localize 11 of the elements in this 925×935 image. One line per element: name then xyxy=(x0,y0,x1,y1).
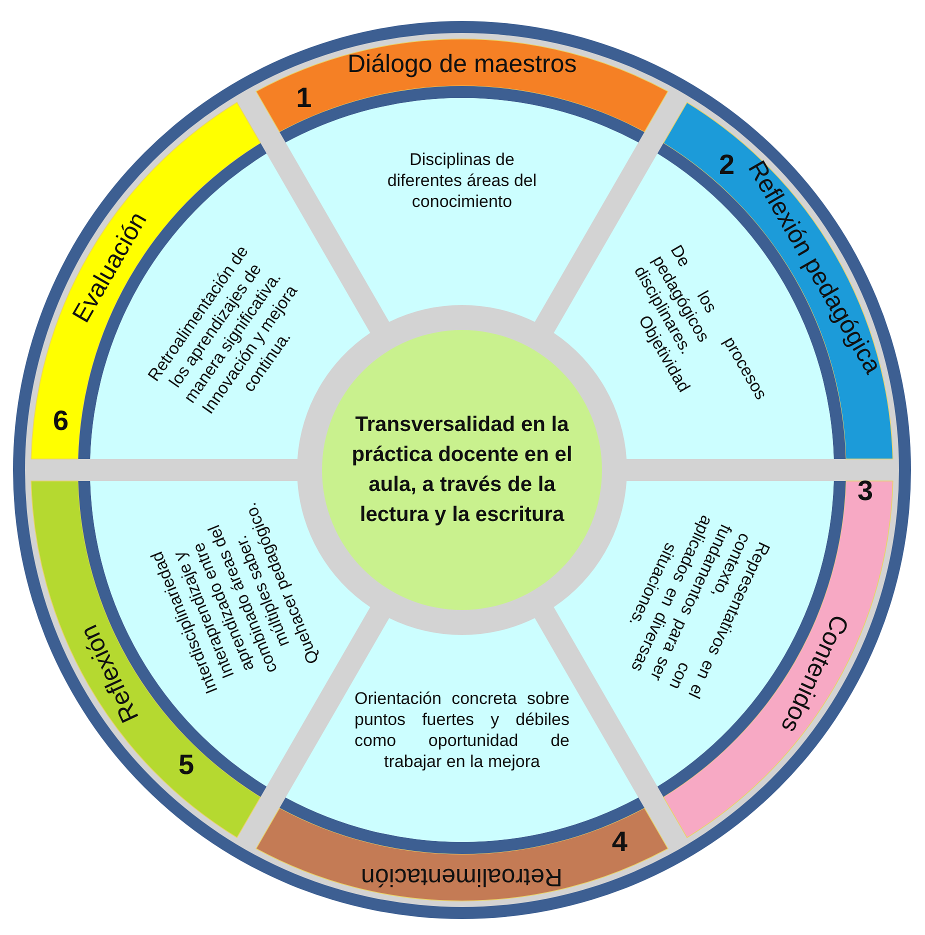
segment-text: Orientación concreta sobre puntos fuertes y débiles como oportunidad de trabajar en la mejora xyxy=(354,688,570,772)
segment-text: Disciplinas de diferentes áreas del conocimiento xyxy=(386,148,538,212)
step-number: 5 xyxy=(178,749,194,782)
step-number: 3 xyxy=(857,475,874,508)
step-number: 1 xyxy=(296,82,312,114)
band-heading: Retroalimentación xyxy=(361,862,562,890)
center-text: Transversalidad en la práctica docente en el aula, a través de la lectura y la escritura xyxy=(350,412,574,528)
step-number: 2 xyxy=(719,149,735,182)
step-number: 4 xyxy=(612,826,628,858)
step-number: 6 xyxy=(53,404,69,437)
band-heading: Diálogo de maestros xyxy=(348,50,577,78)
